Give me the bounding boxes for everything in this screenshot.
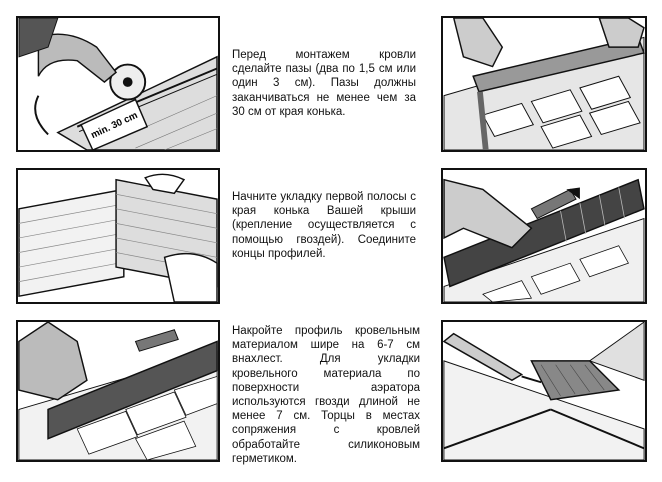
placing-profile-illustration — [443, 18, 645, 150]
step-3-text: Накройте профиль кровельным материалом ш… — [232, 325, 420, 465]
covering-profile-illustration — [18, 322, 218, 460]
illustration-placing-profile — [441, 16, 647, 152]
nailing-profile-illustration — [443, 178, 645, 302]
illustration-joining-profiles — [16, 168, 220, 304]
saw-cutting-illustration: min. 30 cm — [18, 18, 218, 150]
step-1-text: Перед монтажем кровли сделайте пазы (два… — [232, 49, 416, 118]
illustration-nailing-profile — [441, 168, 647, 304]
joining-profiles-illustration — [18, 173, 218, 302]
illustration-cutting-slots: min. 30 cm — [16, 16, 220, 152]
sealing-joints-illustration — [443, 322, 645, 460]
step-2-text: Начните укладку первой полосы с края кон… — [232, 191, 416, 260]
illustration-covering-profile — [16, 320, 220, 462]
illustration-sealing-joints — [441, 320, 647, 462]
